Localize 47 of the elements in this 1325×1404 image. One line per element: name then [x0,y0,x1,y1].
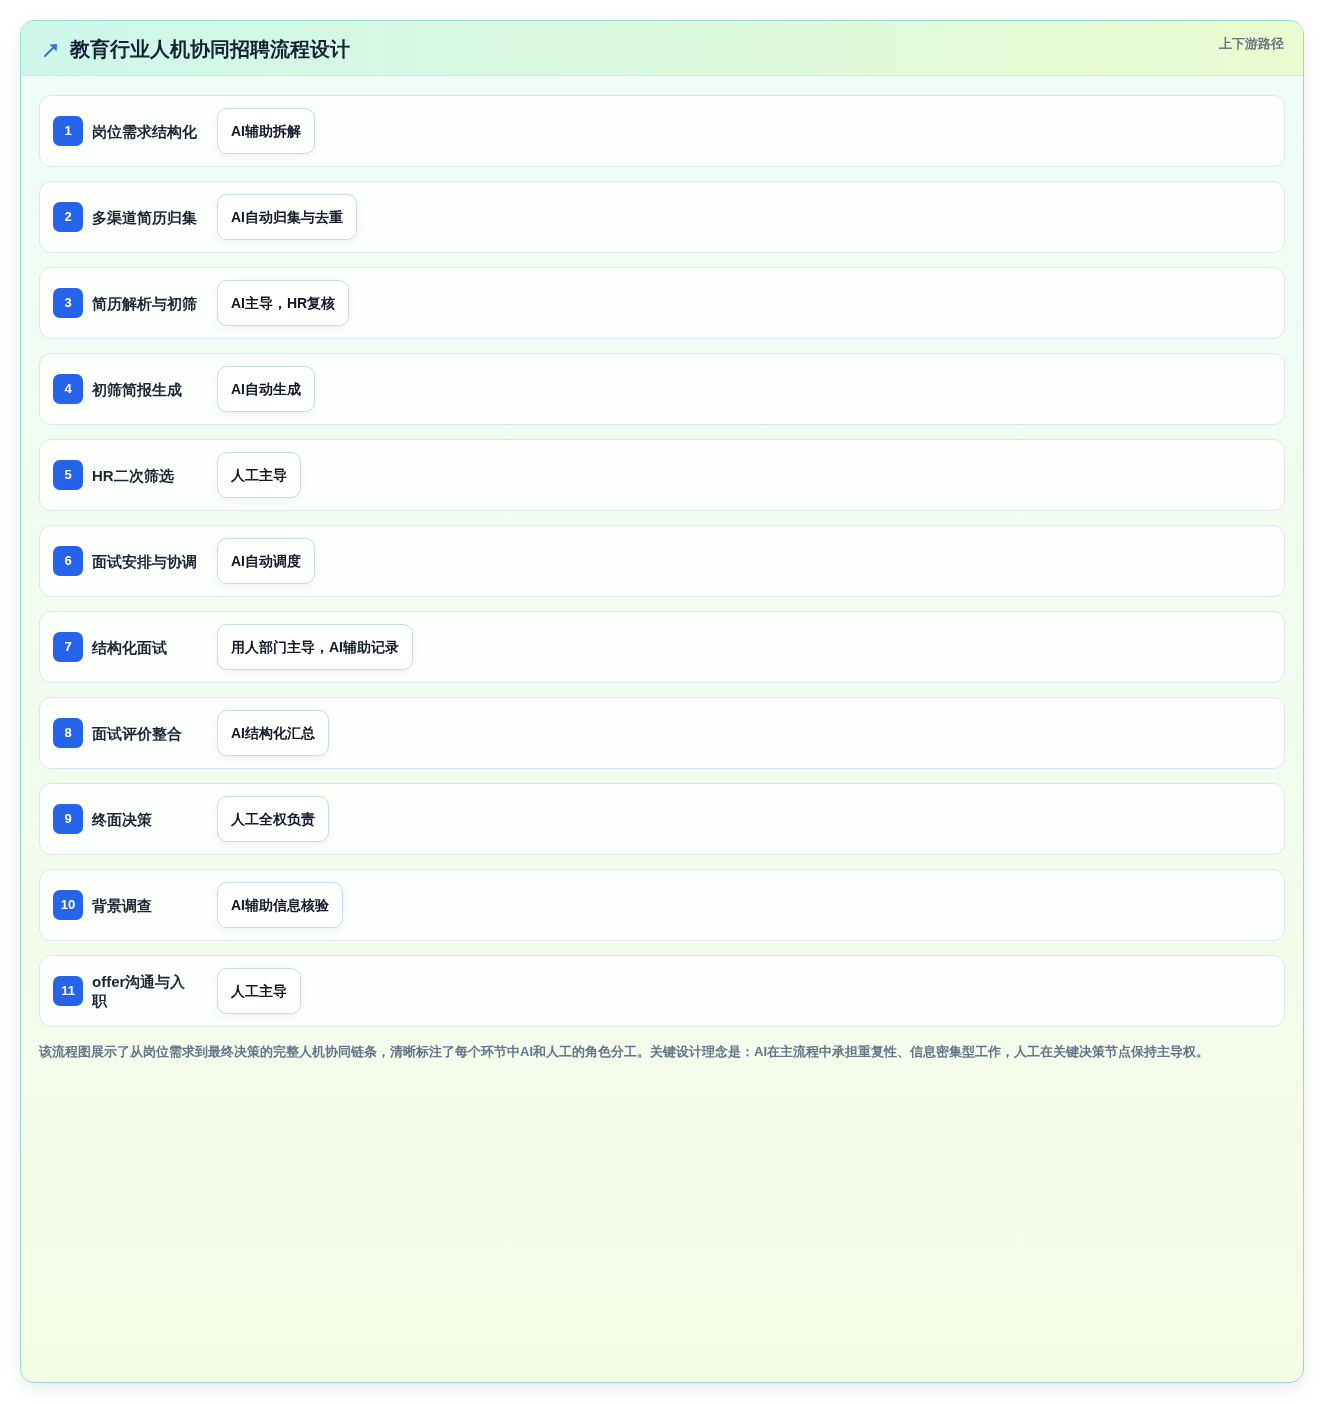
role-tag: AI自动生成 [217,366,315,412]
number-badge: 1 [53,116,83,146]
step-name: 面试安排与协调 [92,551,198,571]
step-row [39,955,1285,1027]
number-badge: 5 [53,460,83,490]
role-tag: AI自动归集与去重 [217,194,357,240]
step-row [39,353,1285,425]
step-row [39,181,1285,253]
step-row [39,697,1285,769]
number-badge: 2 [53,202,83,232]
caption: 该流程图展示了从岗位需求到最终决策的完整人机协同链条，清晰标注了每个环节中AI和人工的角色分工。关键设计理念是：AI在主流程中承担重复性、信息密集型工作，人工在关键决策节点保持主导权。 [39,1043,1210,1061]
number-badge: 9 [53,804,83,834]
role-tag: 人工主导 [217,968,301,1014]
role-tag: AI辅助拆解 [217,108,315,154]
role-tag: AI结构化汇总 [217,710,329,756]
role-tag: AI自动调度 [217,538,315,584]
step-row [39,95,1285,167]
role-tag: AI辅助信息核验 [217,882,343,928]
step-name: 岗位需求结构化 [92,121,198,141]
number-badge: 4 [53,374,83,404]
number-badge: 10 [53,890,83,920]
step-name: 面试评价整合 [92,723,183,743]
number-badge: 3 [53,288,83,318]
step-name: 初筛简报生成 [92,379,183,399]
step-row [39,869,1285,941]
step-row [39,525,1285,597]
step-name: 结构化面试 [92,637,168,657]
role-tag: 用人部门主导，AI辅助记录 [217,624,413,670]
role-tag: 人工全权负责 [217,796,329,842]
step-name: 多渠道简历归集 [92,207,198,227]
step-row [39,439,1285,511]
step-row [39,611,1285,683]
step-name: 背景调查 [92,895,153,915]
number-badge: 7 [53,632,83,662]
title: 教育行业人机协同招聘流程设计 [70,37,350,62]
number-badge: 6 [53,546,83,576]
role-tag: AI主导，HR复核 [217,280,350,326]
step-name: offer沟通与入职 [92,972,187,1010]
step-name: HR二次筛选 [92,465,175,485]
number-badge: 8 [53,718,83,748]
header-label: 上下游路径 [1219,35,1284,53]
step-name: 简历解析与初筛 [92,293,198,313]
step-row [39,783,1285,855]
role-tag: 人工主导 [217,452,301,498]
step-row [39,267,1285,339]
step-name: 终面决策 [92,809,153,829]
number-badge: 11 [53,976,83,1006]
